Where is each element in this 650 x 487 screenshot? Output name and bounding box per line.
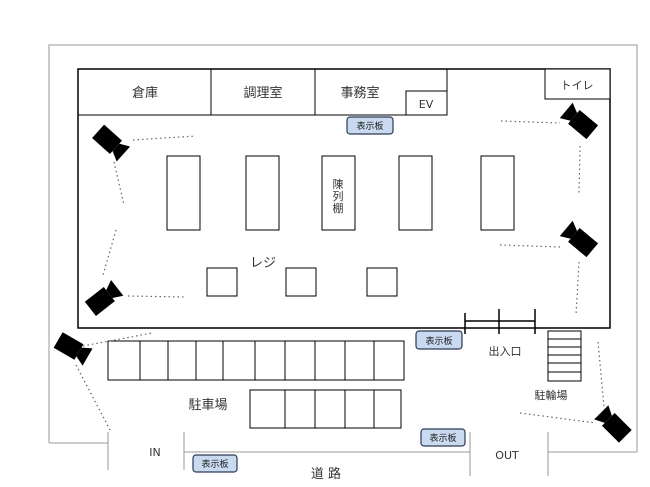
register-counter (366, 267, 398, 297)
shelf (166, 155, 201, 231)
lot-boundary (48, 44, 638, 452)
in-label: IN (149, 446, 160, 459)
shelf-display (321, 155, 356, 231)
display-board-top-label: 表示板 (356, 120, 383, 132)
entrance-label: 出入口 (489, 344, 522, 358)
toilet-label: トイレ (561, 79, 594, 92)
security-camera-icon (594, 405, 632, 443)
registers (206, 267, 398, 297)
shelf-label-3: 棚 (333, 201, 344, 215)
room-kitchen-label: 調理室 (243, 85, 282, 101)
bicycle-parking (547, 330, 582, 382)
register-counter (206, 267, 238, 297)
shelf (398, 155, 433, 231)
shelf (245, 155, 280, 231)
display-board-parking: 表示板 (420, 428, 466, 447)
display-board-entrance-label: 表示板 (425, 335, 452, 347)
cameras (53, 102, 632, 443)
register-counter (285, 267, 317, 297)
parking-upper (107, 340, 405, 381)
shelf (480, 155, 515, 231)
shelf-label-1: 陳 (333, 178, 344, 191)
shelves (166, 155, 515, 231)
display-board-road-label: 表示板 (201, 458, 228, 470)
register-label: レジ (250, 256, 276, 271)
entrance (464, 309, 536, 334)
bicycle-parking-label: 駐輪場 (535, 388, 568, 402)
parking-lower (249, 389, 402, 429)
security-camera-icon (53, 332, 93, 366)
parking-label: 駐車場 (188, 398, 227, 413)
display-board-parking-label: 表示板 (429, 432, 456, 444)
security-camera-icon (92, 124, 131, 162)
security-camera-icon (84, 280, 124, 316)
shelf-label-2: 列 (333, 189, 344, 203)
out-label: OUT (495, 449, 519, 462)
ev-label: EV (419, 98, 434, 111)
display-board-top: 表示板 (346, 116, 394, 135)
road-area (49, 432, 637, 476)
display-board-road: 表示板 (192, 454, 238, 473)
road-label: 道 路 (311, 466, 341, 482)
toilet-room (544, 68, 611, 100)
top-rooms (78, 68, 611, 116)
display-board-entrance: 表示板 (415, 330, 463, 350)
camera-coverage-lines (75, 120, 605, 431)
security-camera-icon (559, 220, 599, 258)
store-outline (77, 68, 611, 329)
room-office-label: 事務室 (340, 85, 379, 101)
room-storage-label: 倉庫 (132, 86, 158, 101)
security-camera-icon (559, 102, 599, 140)
